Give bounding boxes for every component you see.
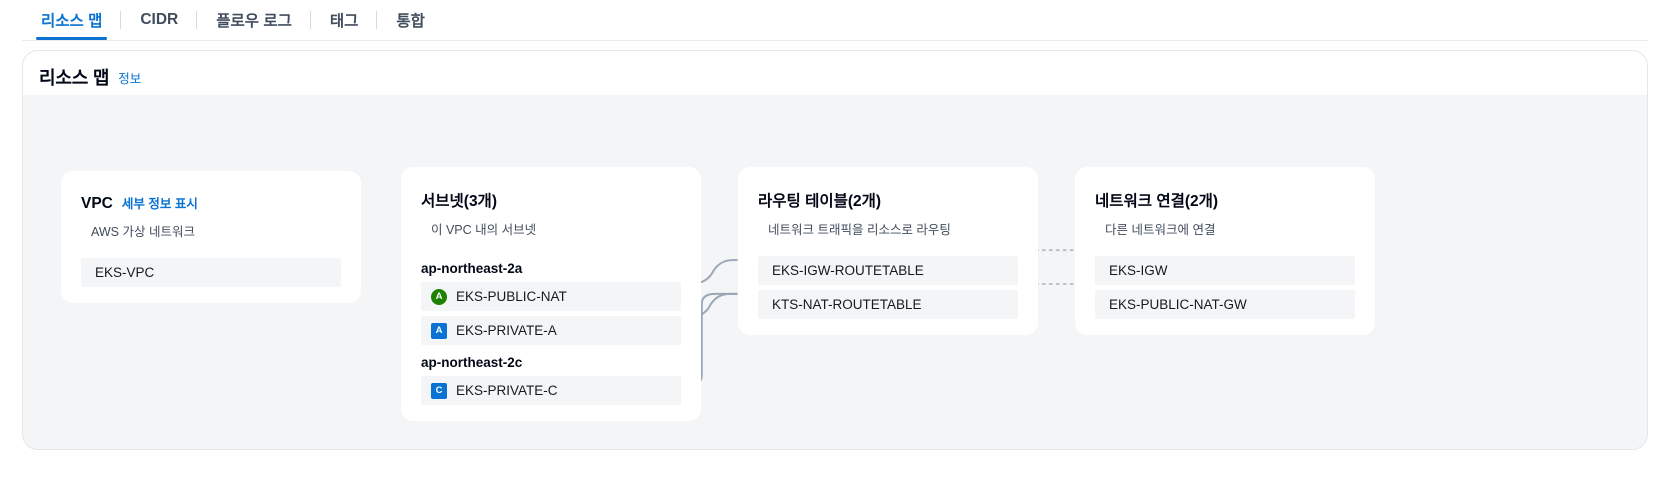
tab-label: CIDR — [140, 11, 179, 28]
route-tables-card-body: EKS-IGW-ROUTETABLE KTS-NAT-ROUTETABLE — [738, 256, 1038, 319]
resource-label: EKS-IGW — [1109, 263, 1168, 278]
az-group-label: ap-northeast-2a — [421, 261, 523, 276]
network-connections-title-text: 네트워크 연결(2개) — [1095, 193, 1219, 210]
private-subnet-badge-icon: C — [431, 382, 447, 399]
vpc-title-text: VPC — [81, 195, 113, 212]
tab-label: 플로우 로그 — [216, 13, 292, 30]
route-tables-title-text: 라우팅 테이블(2개) — [758, 193, 882, 210]
network-connections-card-header: 네트워크 연결(2개) 다른 네트워크에 연결 — [1075, 189, 1375, 238]
network-connections-card-body: EKS-IGW EKS-PUBLIC-NAT-GW — [1075, 256, 1375, 319]
list-item[interactable]: A EKS-PUBLIC-NAT — [421, 282, 681, 311]
resource-label: EKS-IGW-ROUTETABLE — [772, 263, 924, 278]
tab-resource-map[interactable]: 리소스 맵 — [22, 0, 122, 40]
tab-separator — [120, 11, 122, 29]
resource-label: EKS-PRIVATE-C — [456, 383, 558, 398]
az-group-label: ap-northeast-2c — [421, 355, 523, 370]
vpc-card: VPC 세부 정보 표시 AWS 가상 네트워크 EKS-VPC — [61, 171, 361, 303]
route-tables-card: 라우팅 테이블(2개) 네트워크 트래픽을 리소스로 라우팅 EKS-IGW-R… — [738, 167, 1038, 335]
subnets-card-body: ap-northeast-2a A EKS-PUBLIC-NAT A EKS-P… — [401, 256, 701, 405]
resource-map-panel: 리소스 맵 정보 VPC 세부 정보 표시 AWS 가상 네트워크 — [22, 50, 1648, 450]
route-tables-card-header: 라우팅 테이블(2개) 네트워크 트래픽을 리소스로 라우팅 — [738, 189, 1038, 238]
route-tables-card-subtitle: 네트워크 트래픽을 리소스로 라우팅 — [768, 223, 951, 237]
tab-tags[interactable]: 태그 — [311, 0, 378, 40]
vpc-card-subtitle: AWS 가상 네트워크 — [91, 225, 195, 239]
tab-separator — [196, 11, 198, 29]
public-subnet-badge-icon: A — [431, 288, 447, 305]
subnets-card-header: 서브넷(3개) 이 VPC 내의 서브넷 — [401, 189, 701, 238]
private-subnet-badge-icon: A — [431, 322, 447, 339]
tab-bar: 리소스 맵 CIDR 플로우 로그 태그 통합 — [0, 0, 1670, 41]
resource-label: EKS-PRIVATE-A — [456, 323, 557, 338]
tab-cidr[interactable]: CIDR — [121, 0, 198, 40]
page-title: 리소스 맵 — [39, 68, 110, 88]
vpc-show-details-link[interactable]: 세부 정보 표시 — [121, 197, 198, 211]
resource-map-canvas: VPC 세부 정보 표시 AWS 가상 네트워크 EKS-VPC 서브넷(3개)… — [23, 95, 1647, 449]
vpc-card-title: VPC 세부 정보 표시 — [81, 193, 341, 213]
list-item[interactable]: EKS-IGW-ROUTETABLE — [758, 256, 1018, 285]
list-item[interactable]: EKS-PUBLIC-NAT-GW — [1095, 290, 1355, 319]
list-item[interactable]: A EKS-PRIVATE-A — [421, 316, 681, 345]
subnets-title-text: 서브넷(3개) — [421, 193, 497, 210]
panel-header: 리소스 맵 정보 — [23, 51, 1647, 99]
tab-integrations[interactable]: 통합 — [377, 0, 444, 40]
network-connections-card-subtitle: 다른 네트워크에 연결 — [1105, 223, 1216, 237]
tab-separator — [309, 11, 311, 29]
tab-separator — [376, 11, 378, 29]
vpc-card-body: EKS-VPC — [61, 258, 361, 287]
vpc-card-header: VPC 세부 정보 표시 AWS 가상 네트워크 — [61, 193, 361, 240]
tab-label: 리소스 맵 — [41, 13, 103, 30]
resource-label: EKS-PUBLIC-NAT-GW — [1109, 297, 1247, 312]
route-tables-card-title: 라우팅 테이블(2개) — [758, 189, 1018, 211]
list-item[interactable]: KTS-NAT-ROUTETABLE — [758, 290, 1018, 319]
subnets-card-subtitle: 이 VPC 내의 서브넷 — [431, 223, 537, 237]
list-item[interactable]: EKS-IGW — [1095, 256, 1355, 285]
subnets-card: 서브넷(3개) 이 VPC 내의 서브넷 ap-northeast-2a A E… — [401, 167, 701, 421]
resource-label: KTS-NAT-ROUTETABLE — [772, 297, 922, 312]
network-connections-card-title: 네트워크 연결(2개) — [1095, 189, 1355, 211]
tab-flow-logs[interactable]: 플로우 로그 — [197, 0, 311, 40]
list-item[interactable]: C EKS-PRIVATE-C — [421, 376, 681, 405]
list-item[interactable]: EKS-VPC — [81, 258, 341, 287]
tab-label: 태그 — [329, 13, 359, 30]
info-link[interactable]: 정보 — [118, 71, 142, 86]
subnets-card-title: 서브넷(3개) — [421, 189, 681, 211]
resource-label: EKS-PUBLIC-NAT — [456, 289, 567, 304]
tab-label: 통합 — [396, 13, 425, 30]
network-connections-card: 네트워크 연결(2개) 다른 네트워크에 연결 EKS-IGW EKS-PUBL… — [1075, 167, 1375, 335]
resource-label: EKS-VPC — [95, 265, 155, 280]
